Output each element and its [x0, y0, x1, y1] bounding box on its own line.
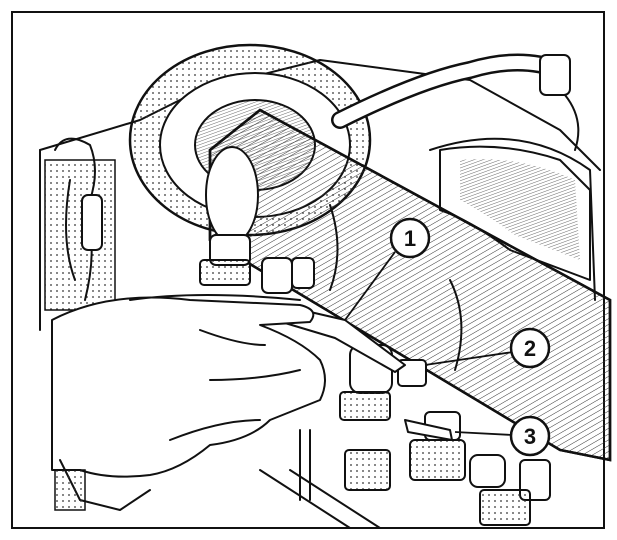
- hand: [51, 294, 326, 511]
- callout-1: 1: [389, 217, 431, 259]
- coolant-hose: [331, 53, 580, 151]
- intake-manifold: [439, 145, 591, 281]
- figure-frame: [11, 11, 605, 529]
- callout-1-label: 1: [404, 226, 416, 251]
- engine-block: [39, 59, 601, 331]
- callout-2-label: 2: [524, 336, 536, 361]
- callout-3: 3: [509, 415, 551, 457]
- rocker-nuts: [199, 234, 551, 529]
- callout-leaders: [344, 251, 514, 436]
- callout-3-label: 3: [524, 424, 536, 449]
- callout-2: 2: [509, 327, 551, 369]
